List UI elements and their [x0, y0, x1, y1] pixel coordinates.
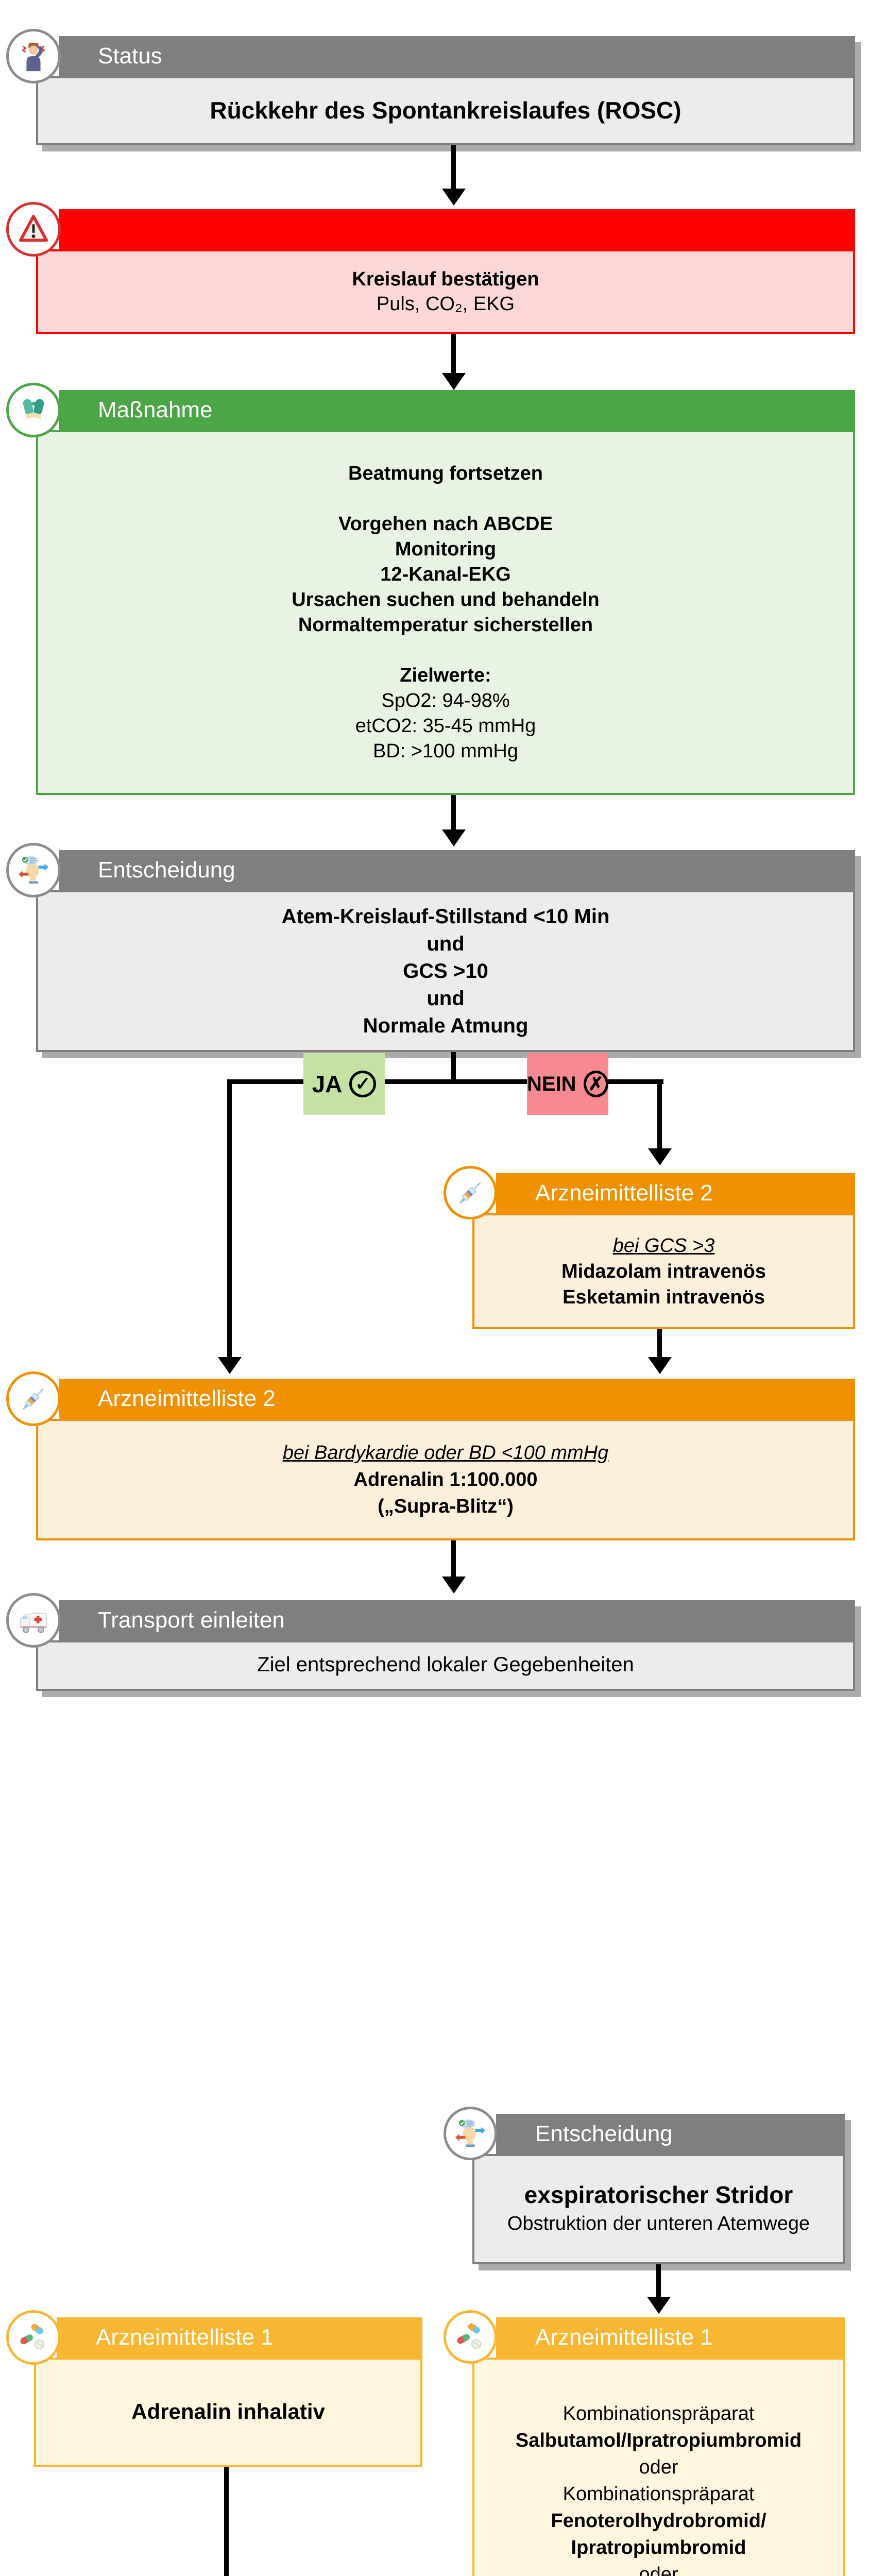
connector-line	[229, 1079, 663, 1084]
ja-text: JA	[312, 1071, 343, 1097]
arrowhead-down	[442, 1577, 466, 1594]
arrowhead-down	[647, 2297, 671, 2314]
person-headache-icon	[6, 29, 61, 83]
body-line: und	[427, 987, 465, 1010]
arrowhead-down	[442, 829, 466, 846]
arzneimittelliste2-header: Arzneimittelliste 2	[59, 1379, 855, 1419]
arzneimittelliste1-right-box: Arzneimittelliste 1 Kombinationspräparat…	[444, 2310, 845, 2576]
connector-line	[224, 2467, 229, 2576]
body-line: Monitoring	[395, 538, 497, 560]
body-line: Puls, CO₂, EKG	[376, 293, 515, 315]
decision-head-icon	[444, 2107, 497, 2160]
arrowhead-down	[648, 1148, 672, 1165]
body-line: bei GCS >3	[612, 1234, 715, 1257]
connector-line	[656, 2264, 661, 2298]
entscheidung-header: Entscheidung	[496, 2114, 845, 2154]
body-line: Zielwerte:	[400, 665, 491, 686]
entscheidung-stridor-box: Entscheidung exspiratorischer Stridor Ob…	[444, 2107, 845, 2264]
body-line: GCS >10	[403, 959, 488, 982]
body-line: Obstruktion der unteren Atemwege	[507, 2212, 810, 2234]
status-box: Status Rückkehr des Spontankreislaufes (…	[6, 29, 855, 145]
body-line: und	[427, 932, 465, 955]
arzneimittelliste1-left-box: Arzneimittelliste 1 Adrenalin inhalativ	[6, 2310, 422, 2467]
connector-line	[451, 1540, 456, 1578]
arrowhead-down	[218, 1357, 242, 1374]
body-line: Kreislauf bestätigen	[352, 268, 539, 290]
warning-triangle-icon	[6, 202, 61, 257]
body-line	[38, 486, 853, 512]
nein-text: NEIN	[527, 1072, 576, 1095]
body-line: Ursachen suchen und behandeln	[292, 589, 600, 611]
gloves-icon	[6, 383, 61, 437]
nein-label: NEIN ✗	[527, 1053, 608, 1115]
arzneimittelliste1-header: Arzneimittelliste 1	[496, 2317, 845, 2358]
arzneimittelliste1-header: Arzneimittelliste 1	[57, 2317, 422, 2358]
arrowhead-down	[442, 189, 466, 206]
achtung-header	[59, 209, 855, 249]
circled-check-icon: ✓	[349, 1071, 377, 1097]
body-line: oder	[639, 2456, 678, 2478]
status-title: Rückkehr des Spontankreislaufes (ROSC)	[210, 97, 681, 124]
connector-line	[227, 1079, 232, 1358]
body-line: 12-Kanal-EKG	[380, 564, 511, 585]
body-line: Esketamin intravenös	[563, 1286, 765, 1308]
entscheidung-box: Entscheidung Atem-Kreislauf-Stillstand <…	[6, 843, 855, 1052]
transport-box: Transport einleiten Ziel entsprechend lo…	[6, 1593, 855, 1691]
decision-head-icon	[6, 843, 61, 897]
massnahme-header: Maßnahme	[59, 390, 855, 430]
pills-icon	[444, 2310, 497, 2364]
arzneimittelliste2-left-box: Arzneimittelliste 2 bei Bardykardie oder…	[6, 1371, 855, 1540]
body-line: etCO2: 35-45 mmHg	[355, 715, 536, 737]
syringe-icon	[6, 1371, 61, 1426]
arzneimittelliste2-header: Arzneimittelliste 2	[496, 1173, 855, 1213]
body-line: Midazolam intravenös	[561, 1260, 766, 1282]
body-line: („Supra-Blitz“)	[378, 1496, 514, 1517]
body-line: SpO2: 94-98%	[381, 690, 510, 711]
body-line: Normale Atmung	[363, 1014, 529, 1037]
connector-line	[451, 795, 456, 831]
achtung-box: Kreislauf bestätigen Puls, CO₂, EKG	[6, 202, 855, 334]
body-line: BD: >100 mmHg	[373, 740, 518, 762]
body-line: Normaltemperatur sicherstellen	[298, 614, 593, 636]
body-line: bei Bardykardie oder BD <100 mmHg	[282, 1442, 609, 1464]
ja-label: JA ✓	[303, 1053, 385, 1115]
arrowhead-down	[648, 1357, 672, 1374]
entscheidung-header: Entscheidung	[59, 850, 855, 890]
ambulance-icon	[6, 1593, 61, 1648]
body-line: Fenoterolhydrobromid/	[551, 2510, 766, 2532]
transport-header: Transport einleiten	[59, 1600, 855, 1640]
circled-cross-icon: ✗	[583, 1071, 608, 1097]
syringe-icon	[444, 1166, 497, 1219]
body-line: oder	[639, 2564, 678, 2576]
pills-icon	[6, 2310, 61, 2365]
body-line: Kombinationspräparat	[563, 2403, 755, 2425]
body-line: Beatmung fortsetzen	[348, 463, 543, 484]
connector-line	[657, 1079, 662, 1149]
connector-line	[451, 334, 456, 374]
body-line: Vorgehen nach ABCDE	[338, 513, 553, 535]
massnahme-box: Maßnahme Beatmung fortsetzen Vorgehen na…	[6, 383, 855, 795]
arrowhead-down	[442, 373, 466, 390]
body-line: Atem-Kreislauf-Stillstand <10 Min	[281, 905, 610, 928]
connector-line	[451, 1052, 456, 1083]
transport-body: Ziel entsprechend lokaler Gegebenheiten	[257, 1653, 634, 1676]
connector-line	[657, 1329, 662, 1358]
arzneimittelliste2-right-box: Arzneimittelliste 2 bei GCS >3 Midazolam…	[444, 1166, 855, 1329]
aml1-left-body: Adrenalin inhalativ	[131, 2399, 325, 2424]
body-line	[38, 638, 853, 663]
status-header: Status	[59, 36, 855, 76]
body-line: Kombinationspräparat	[563, 2483, 755, 2505]
connector-line	[451, 145, 456, 190]
body-line: exspiratorischer Stridor	[524, 2181, 793, 2209]
body-line: Adrenalin 1:100.000	[353, 1469, 538, 1490]
body-line: Ipratropiumbromid	[571, 2537, 746, 2558]
body-line: Salbutamol/Ipratropiumbromid	[515, 2430, 802, 2451]
